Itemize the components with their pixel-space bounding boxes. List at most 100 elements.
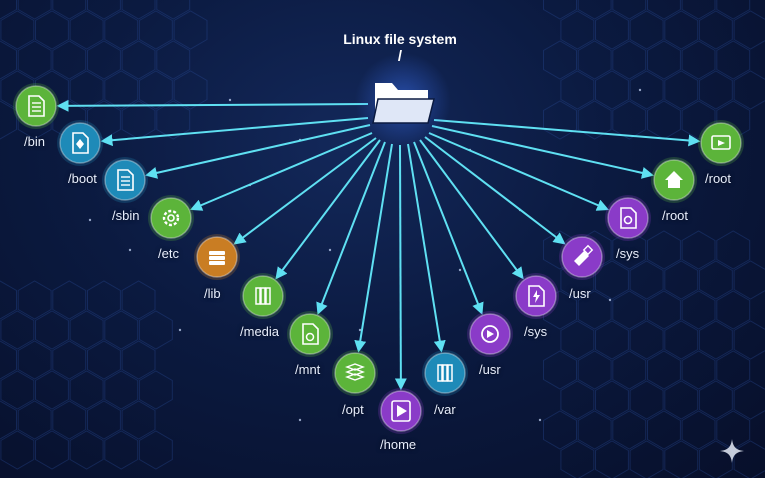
connector-arrow (189, 132, 373, 211)
directory-node-etc[interactable] (148, 195, 194, 241)
directory-label: /boot (68, 171, 97, 186)
directory-node-root[interactable] (698, 120, 744, 166)
connector-arrow (433, 119, 701, 147)
lightning-icon (528, 285, 545, 307)
hexagon-decor (87, 280, 121, 320)
hexagon-decor (629, 380, 664, 420)
hexagon-decor (612, 40, 647, 80)
star-dot (458, 268, 462, 272)
hexagon-decor (664, 320, 699, 360)
hexagon-decor (104, 430, 139, 470)
hexagon-decor (595, 10, 629, 50)
hexagon-decor (35, 10, 69, 50)
hexagon-decor (121, 280, 156, 320)
directory-node-sys[interactable] (605, 195, 651, 241)
hexagon-decor (104, 70, 139, 110)
hexagon-decor (612, 350, 647, 390)
star-dot (538, 418, 542, 422)
directory-node-mnt[interactable] (287, 311, 333, 357)
directory-label: /sbin (112, 208, 140, 223)
hexagon-decor (87, 340, 121, 380)
hexagon-decor (0, 10, 35, 50)
hexagon-decor (716, 230, 751, 270)
connector-arrows (56, 99, 701, 391)
hexagon-decor (681, 40, 716, 80)
hexagon-decor (560, 10, 595, 50)
directory-label: /bin (24, 134, 45, 149)
directory-node-var[interactable] (422, 350, 468, 396)
hexagon-decor (681, 230, 716, 270)
directory-label: /root (662, 208, 689, 223)
hexagon-decor (698, 320, 733, 360)
directory-node-sys[interactable] (513, 273, 559, 319)
layers-icon (345, 363, 365, 381)
directory-label: /home (380, 437, 417, 452)
directory-node-sbin[interactable] (102, 157, 148, 203)
folder-icon (372, 83, 435, 124)
connector-arrow (424, 136, 566, 245)
hexagon-decor (647, 100, 681, 140)
hexagon-decor (629, 440, 664, 478)
hexagon-decor (17, 40, 52, 80)
connector-arrow (354, 143, 393, 353)
directory-node-bin[interactable] (13, 83, 59, 129)
hexagon-decor (577, 100, 612, 140)
star-dot (128, 248, 132, 252)
star-dot (358, 328, 362, 332)
library-icon (437, 364, 453, 382)
directory-label: /mnt (295, 362, 321, 377)
hexagon-decor (138, 10, 173, 50)
hexagon-decor (0, 370, 35, 410)
hexagon-decor (698, 380, 733, 420)
hexagon-decor (69, 430, 104, 470)
hexagon-decor (577, 410, 612, 450)
directory-node-opt[interactable] (332, 350, 378, 396)
hexagon-decor (156, 40, 191, 80)
hexagon-decor (647, 290, 681, 330)
directory-node-boot[interactable] (57, 120, 103, 166)
hexagon-decor (52, 400, 87, 440)
hexagon-decor (595, 320, 629, 360)
hexagon-decor (698, 10, 733, 50)
directory-node-lib[interactable] (194, 234, 240, 280)
hexagon-decor (612, 230, 647, 270)
connector-arrow (56, 99, 369, 112)
connector-arrow (428, 132, 610, 211)
hexagon-decor (560, 440, 595, 478)
hexagon-decor (629, 320, 664, 360)
hexagon-decor (733, 320, 765, 360)
hexagon-decor (560, 380, 595, 420)
hexagon-decor (543, 100, 577, 140)
directory-node-usr[interactable] (467, 311, 513, 357)
hexagon-decor (698, 70, 733, 110)
hexagon-decor (647, 410, 681, 450)
hexagon-decor (647, 40, 681, 80)
directory-label: /var (434, 402, 456, 417)
directory-node-media[interactable] (240, 273, 286, 319)
hexagon-decor (612, 0, 647, 20)
hexagon-decor (733, 10, 765, 50)
hexagon-decor (69, 370, 104, 410)
directory-label: /sys (616, 246, 640, 261)
hexagon-decor (0, 400, 17, 440)
directory-node-home[interactable] (378, 388, 424, 434)
hexagon-decor (138, 430, 173, 470)
hexagon-decor (716, 350, 751, 390)
hexagon-decor (577, 350, 612, 390)
directory-node-usr[interactable] (559, 234, 605, 280)
star-dot (178, 328, 182, 332)
hexagon-decor (0, 280, 17, 320)
connector-arrow (145, 124, 371, 179)
hexagon-decor (156, 0, 191, 20)
directory-node-root[interactable] (651, 157, 697, 203)
connector-arrow (431, 125, 654, 179)
root-label: / (397, 48, 403, 65)
root-folder-node[interactable] (355, 53, 451, 149)
hexagon-decor (681, 0, 716, 20)
hexagon-decor (52, 40, 87, 80)
boot-file-icon (72, 132, 89, 154)
connector-arrow (275, 139, 381, 280)
hexagon-decor (595, 440, 629, 478)
hexagon-decor (543, 40, 577, 80)
